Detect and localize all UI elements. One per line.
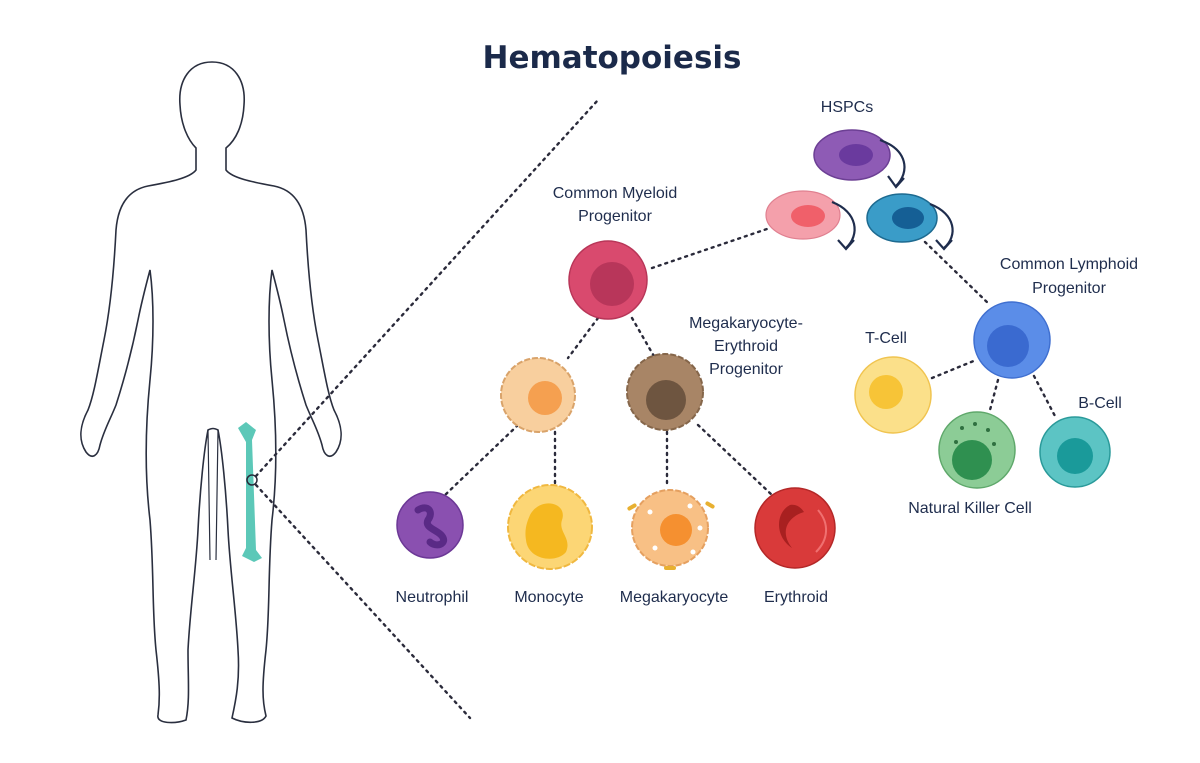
- myeloid-precursor-cell: [765, 190, 841, 240]
- megakaryocyte-cell: [627, 489, 715, 570]
- label-hspcs: HSPCs: [821, 99, 873, 116]
- common-myeloid-progenitor-cell: [568, 240, 648, 320]
- label-mep: Progenitor: [709, 361, 783, 378]
- lymphoid-precursor-cell: [866, 193, 938, 243]
- label-erythroid: Erythroid: [764, 589, 828, 606]
- myeloid-precursor-ruffled-cell: [500, 357, 576, 433]
- natural-killer-cell: [938, 411, 1016, 489]
- label-tcell: T-Cell: [865, 330, 907, 347]
- self-renewal-arrow-icon: [831, 200, 856, 251]
- label-megakaryocyte: Megakaryocyte: [620, 589, 729, 606]
- human-body-outline: [80, 61, 342, 724]
- lineage-connectors: [443, 226, 1058, 497]
- megakaryocyte-erythroid-progenitor-cell: [626, 353, 704, 431]
- label-nk: Natural Killer Cell: [908, 500, 1032, 517]
- hspc-cell: [813, 129, 891, 181]
- label-monocyte: Monocyte: [514, 589, 583, 606]
- self-renewal-arrow-icon: [929, 202, 954, 251]
- label-cmp: Common Myeloid: [553, 185, 677, 202]
- diagram-title: Hematopoiesis: [483, 40, 742, 76]
- label-clp: Progenitor: [1032, 280, 1106, 297]
- zoom-line-top: [254, 98, 600, 478]
- label-neutrophil: Neutrophil: [396, 589, 469, 606]
- self-renewal-arrow-icon: [879, 138, 906, 189]
- neutrophil-cell: [396, 491, 464, 559]
- label-mep: Erythroid: [714, 338, 778, 355]
- label-cmp: Progenitor: [578, 208, 652, 225]
- monocyte-cell: [507, 484, 593, 570]
- label-clp: Common Lymphoid: [1000, 256, 1138, 273]
- erythroid-cell: [754, 487, 836, 569]
- b-cell: [1039, 416, 1111, 488]
- label-bcell: B-Cell: [1078, 395, 1122, 412]
- label-mep: Megakaryocyte-: [689, 315, 803, 332]
- femur-bone-icon: [238, 422, 262, 562]
- common-lymphoid-progenitor-cell: [973, 301, 1051, 379]
- t-cell: [854, 356, 932, 434]
